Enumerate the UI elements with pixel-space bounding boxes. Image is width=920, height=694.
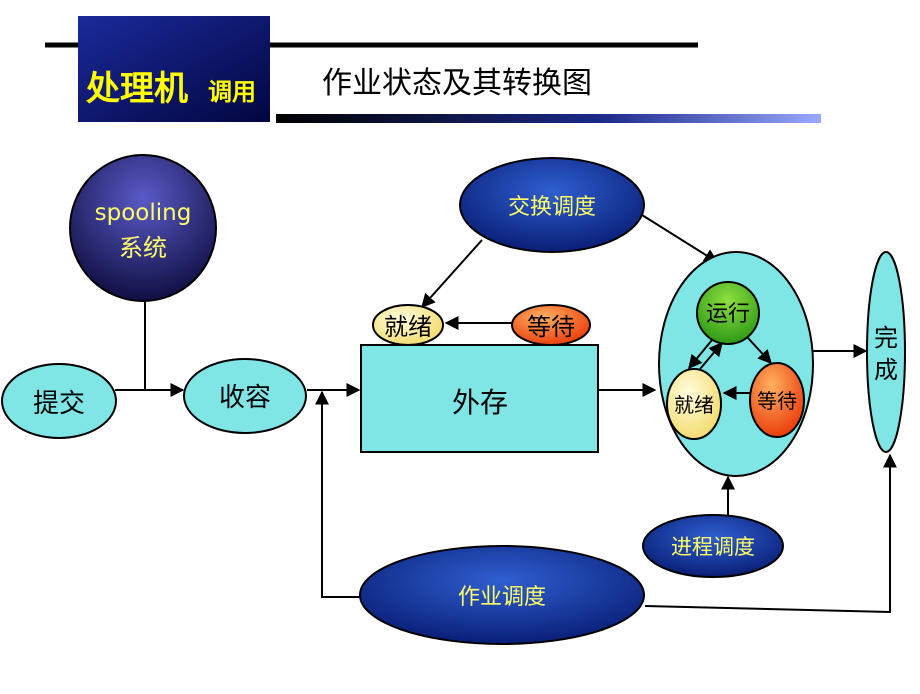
- header-badge-subtitle: 调用: [208, 78, 256, 106]
- complete-node: [866, 251, 906, 453]
- spooling-system-node: [69, 154, 217, 302]
- header-badge: [78, 16, 270, 122]
- job-scheduling-node: [359, 545, 645, 645]
- arrow-ready-to-running: [699, 341, 723, 370]
- arrow-running-to-wait: [747, 337, 772, 365]
- spooling-label-line1: spooling: [95, 200, 192, 226]
- inner-ready-label: 就绪: [674, 393, 714, 417]
- job-scheduling-label: 作业调度: [458, 585, 546, 610]
- arrow-jobsched-to-input: [315, 390, 362, 598]
- process-scheduling-label: 进程调度: [671, 535, 755, 559]
- arrow-jobsched-to-complete: [644, 453, 897, 614]
- header-badge-title: 处理机: [85, 69, 188, 109]
- submit-node: [1, 363, 117, 439]
- running-node: [696, 281, 760, 345]
- running-label: 运行: [706, 302, 750, 327]
- accept-node: [183, 358, 307, 434]
- external-storage-box: [360, 344, 599, 453]
- inner-wait-label: 等待: [757, 389, 797, 413]
- arrow-running-to-ready: [688, 339, 713, 370]
- arrow-swap-to-outer-ready: [421, 239, 483, 309]
- outer-ready-node: [372, 304, 444, 346]
- swap-scheduling-node: [459, 157, 645, 253]
- outer-ready-label: 就绪: [384, 313, 432, 341]
- arrow-swap-to-process-pool: [641, 214, 719, 263]
- page-title: 作业状态及其转换图: [322, 66, 592, 101]
- external-storage-label: 外存: [452, 386, 508, 419]
- swap-scheduling-label: 交换调度: [508, 195, 596, 220]
- header-bottom-bar: [276, 114, 821, 123]
- inner-wait-node: [749, 362, 805, 438]
- process-scheduling-node: [642, 514, 784, 578]
- complete-label-char1: 完: [874, 324, 898, 352]
- complete-label-char2: 成: [874, 356, 898, 384]
- spooling-label-line2: 系统: [119, 234, 167, 262]
- accept-label: 收容: [219, 383, 271, 413]
- outer-wait-node: [511, 304, 591, 346]
- submit-label: 提交: [33, 389, 85, 419]
- outer-wait-label: 等待: [527, 313, 575, 341]
